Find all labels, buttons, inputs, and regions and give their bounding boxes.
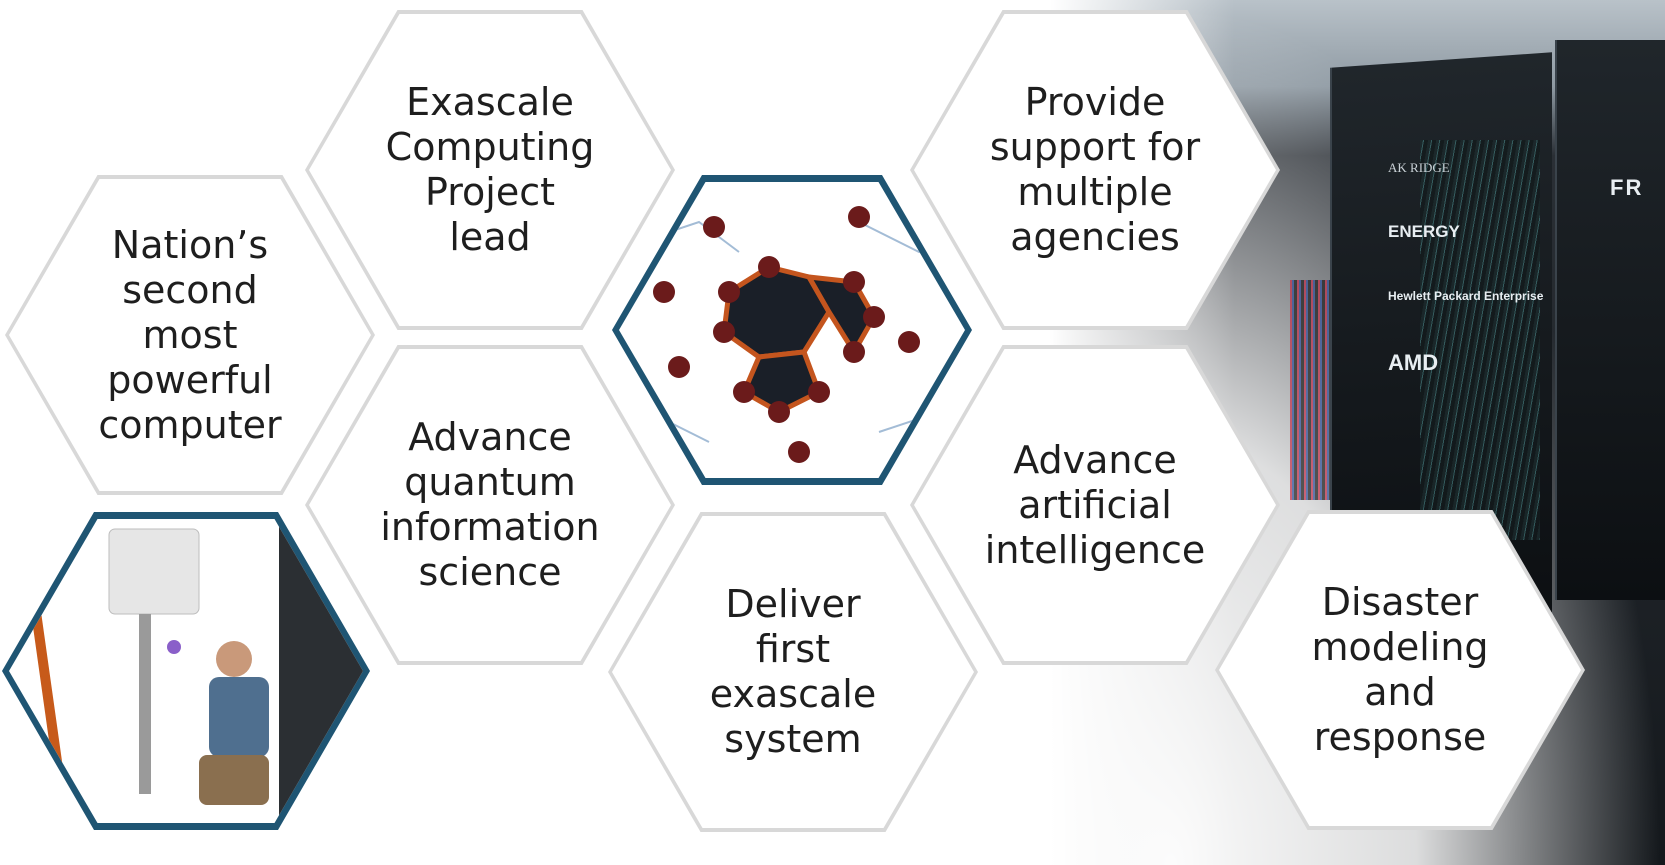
hex-label: Disaster modeling and response [1311,580,1489,759]
molecule-illustration [638,206,950,463]
hex-exascale-project: Exascale Computing Project lead [305,10,675,330]
cable-bundle [1420,140,1540,540]
hex-label: Advance quantum information science [380,415,600,594]
hex-lab-photo [2,512,370,830]
hpe-logo: Hewlett Packard Enterprise [1388,289,1544,303]
hex-quantum: Advance quantum information science [305,345,675,665]
hex-nation-second: Nation’s second most powerful computer [5,175,375,495]
hex-ai: Advance artificial intelligence [910,345,1280,665]
hex-label: Deliver first exascale system [709,582,877,761]
frontier-logo: FR [1610,175,1644,200]
hex-first-exascale: Deliver first exascale system [608,512,978,832]
server-rack [1555,40,1665,600]
hex-label: Advance artificial intelligence [984,437,1206,572]
oak-ridge-logo: AK RIDGE [1388,160,1450,175]
hex-label: Exascale Computing Project lead [385,80,595,259]
hex-molecule-image [612,175,972,485]
hex-label: Nation’s second most powerful computer [98,222,282,447]
amd-logo: AMD [1388,350,1439,375]
scientist-photo-illustration [23,519,363,823]
cable-bundle [1290,280,1330,500]
doe-energy-logo: ENERGY [1388,222,1460,241]
hex-label: Provide support for multiple agencies [989,80,1201,259]
